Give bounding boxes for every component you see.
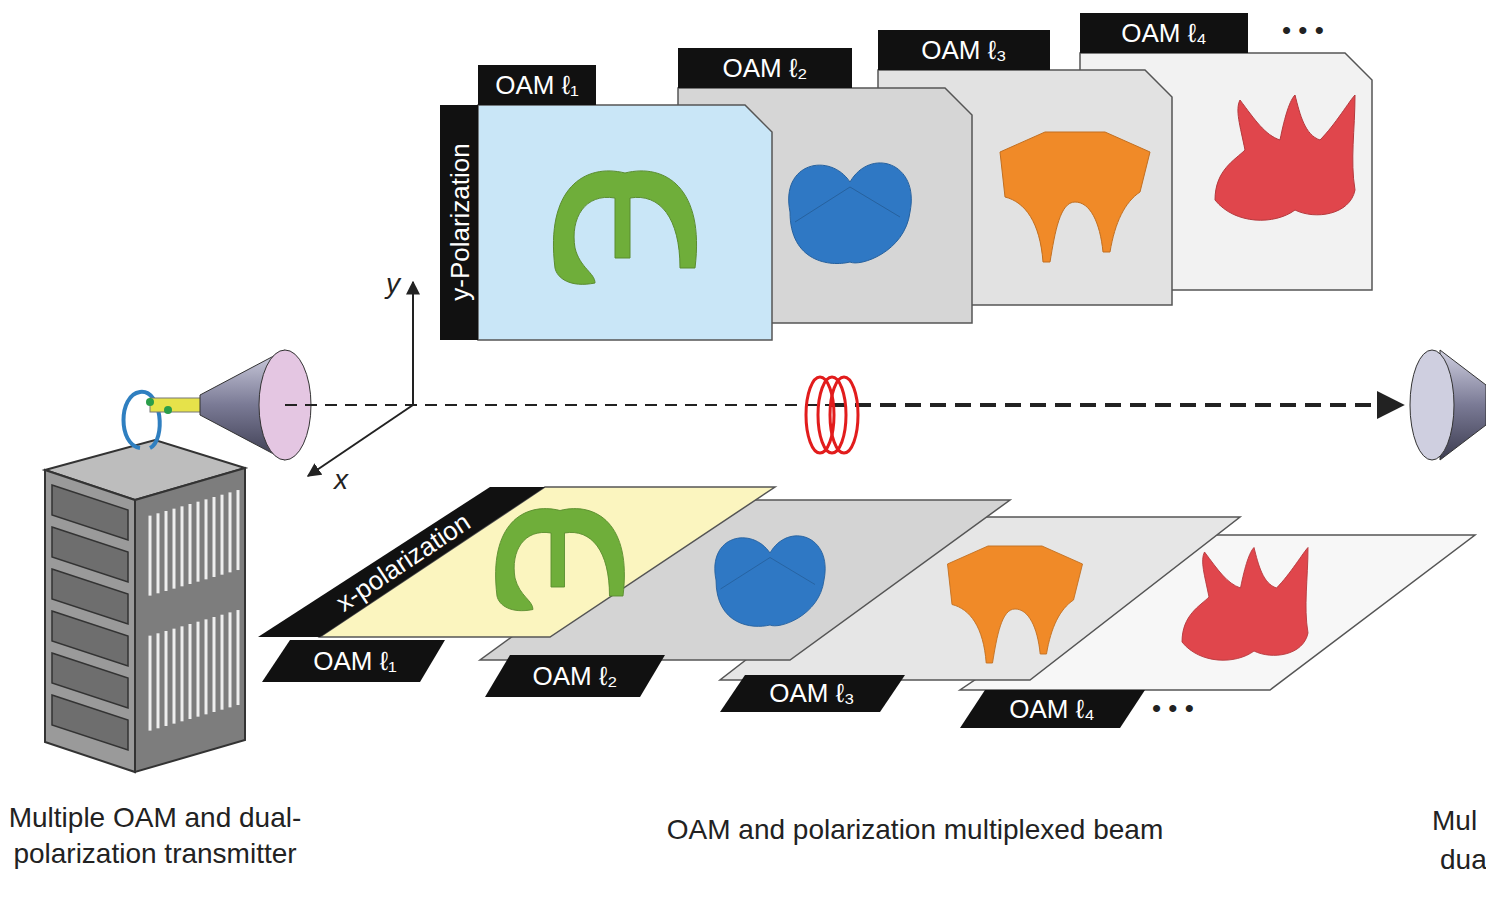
oam-phase-pattern bbox=[553, 171, 696, 284]
panel-shape bbox=[440, 65, 772, 340]
oam-mode-tab: OAM ℓ₁ bbox=[280, 641, 430, 681]
x-polarization-panel: x-polarizationOAM ℓ₁ bbox=[258, 487, 775, 682]
oam-mode-tab: OAM ℓ₃ bbox=[737, 675, 887, 711]
oam-phase-pattern bbox=[1215, 95, 1355, 220]
oam-mode-tab: OAM ℓ₄ bbox=[977, 690, 1127, 728]
beam-arrow bbox=[830, 403, 1402, 407]
ellipsis: • • • bbox=[1282, 14, 1324, 48]
axis-label: y bbox=[386, 266, 400, 302]
oam-mode-tab: OAM ℓ₂ bbox=[500, 656, 650, 696]
receiver-caption: Mul bbox=[1432, 803, 1477, 839]
beam-axis bbox=[285, 404, 830, 406]
feed-rod bbox=[150, 398, 205, 412]
x-axis bbox=[308, 405, 413, 476]
server-rack bbox=[45, 440, 245, 772]
oam-mode-tab: OAM ℓ₃ bbox=[878, 30, 1050, 70]
y-polarization-panel: OAM ℓ₁y-Polarization bbox=[440, 65, 772, 340]
oam-mode-tab: OAM ℓ₁ bbox=[478, 65, 596, 105]
receiver-caption: dua bbox=[1440, 842, 1486, 878]
oam-phase-pattern bbox=[1000, 132, 1150, 262]
oam-phase-pattern bbox=[715, 536, 825, 627]
axis-label: x bbox=[334, 462, 348, 498]
oam-phase-pattern bbox=[496, 509, 625, 611]
polarization-tab: y-Polarization bbox=[440, 105, 478, 340]
oam-mode-tab: OAM ℓ₄ bbox=[1080, 13, 1248, 53]
transmitter-caption: Multiple OAM and dual-polarization trans… bbox=[5, 800, 305, 873]
beam-caption: OAM and polarization multiplexed beam bbox=[565, 812, 1265, 848]
oam-phase-pattern bbox=[789, 163, 912, 264]
y-axis bbox=[412, 282, 414, 405]
oam-phase-pattern bbox=[948, 546, 1083, 663]
oam-phase-pattern bbox=[1182, 548, 1308, 661]
ellipsis: • • • bbox=[1152, 692, 1194, 726]
oam-rings bbox=[806, 377, 858, 453]
oam-mode-tab: OAM ℓ₂ bbox=[678, 48, 852, 88]
